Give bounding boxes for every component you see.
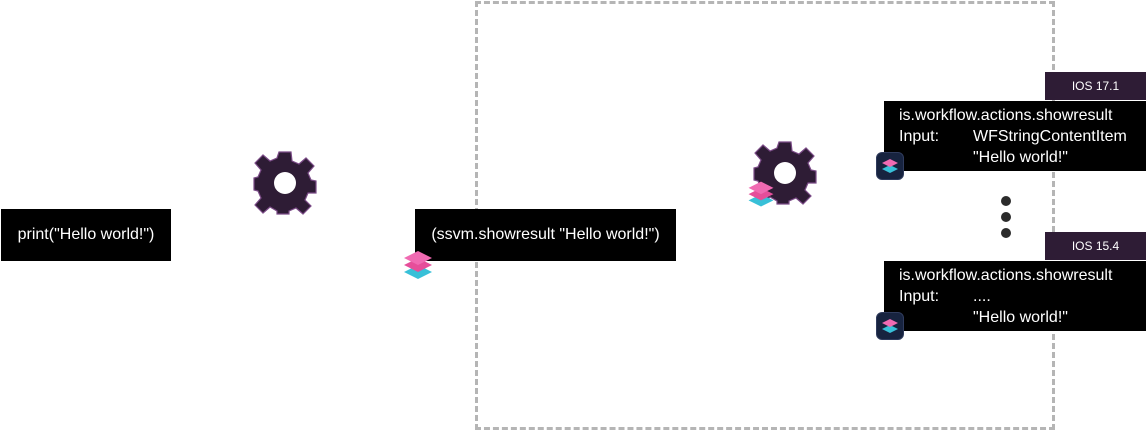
ios-version-label: IOS 17.1 — [1071, 79, 1120, 93]
shortcuts-icon — [748, 181, 774, 207]
input-type: .... — [973, 288, 991, 305]
gear-icon — [253, 151, 317, 215]
ellipsis-icon — [1001, 212, 1011, 222]
ios-version-badge: IOS 17.1 — [1045, 72, 1146, 100]
source-code-text: print("Hello world!") — [17, 226, 155, 243]
target-action-box: is.workflow.actions.showresult Input: WF… — [884, 101, 1146, 171]
ios-version-badge: IOS 15.4 — [1045, 232, 1146, 260]
action-identifier: is.workflow.actions.showresult — [899, 267, 1113, 284]
ios-version-label: IOS 15.4 — [1071, 239, 1120, 253]
shortcuts-app-icon — [876, 152, 904, 180]
action-identifier: is.workflow.actions.showresult — [899, 107, 1113, 124]
input-type: WFStringContentItem — [973, 128, 1127, 145]
input-value: "Hello world!" — [973, 309, 1068, 326]
ellipsis-icon — [1001, 228, 1011, 238]
ir-code-box: (ssvm.showresult "Hello world!") — [415, 209, 676, 261]
input-value: "Hello world!" — [973, 149, 1068, 166]
ellipsis-icon — [1001, 196, 1011, 206]
input-label: Input: — [899, 288, 940, 305]
ir-code-text: (ssvm.showresult "Hello world!") — [431, 226, 660, 243]
shortcuts-icon — [404, 251, 432, 279]
input-label: Input: — [899, 128, 940, 145]
target-action-box: is.workflow.actions.showresult Input: ..… — [884, 261, 1146, 331]
shortcuts-app-icon — [876, 312, 904, 340]
source-code-box: print("Hello world!") — [1, 209, 171, 261]
